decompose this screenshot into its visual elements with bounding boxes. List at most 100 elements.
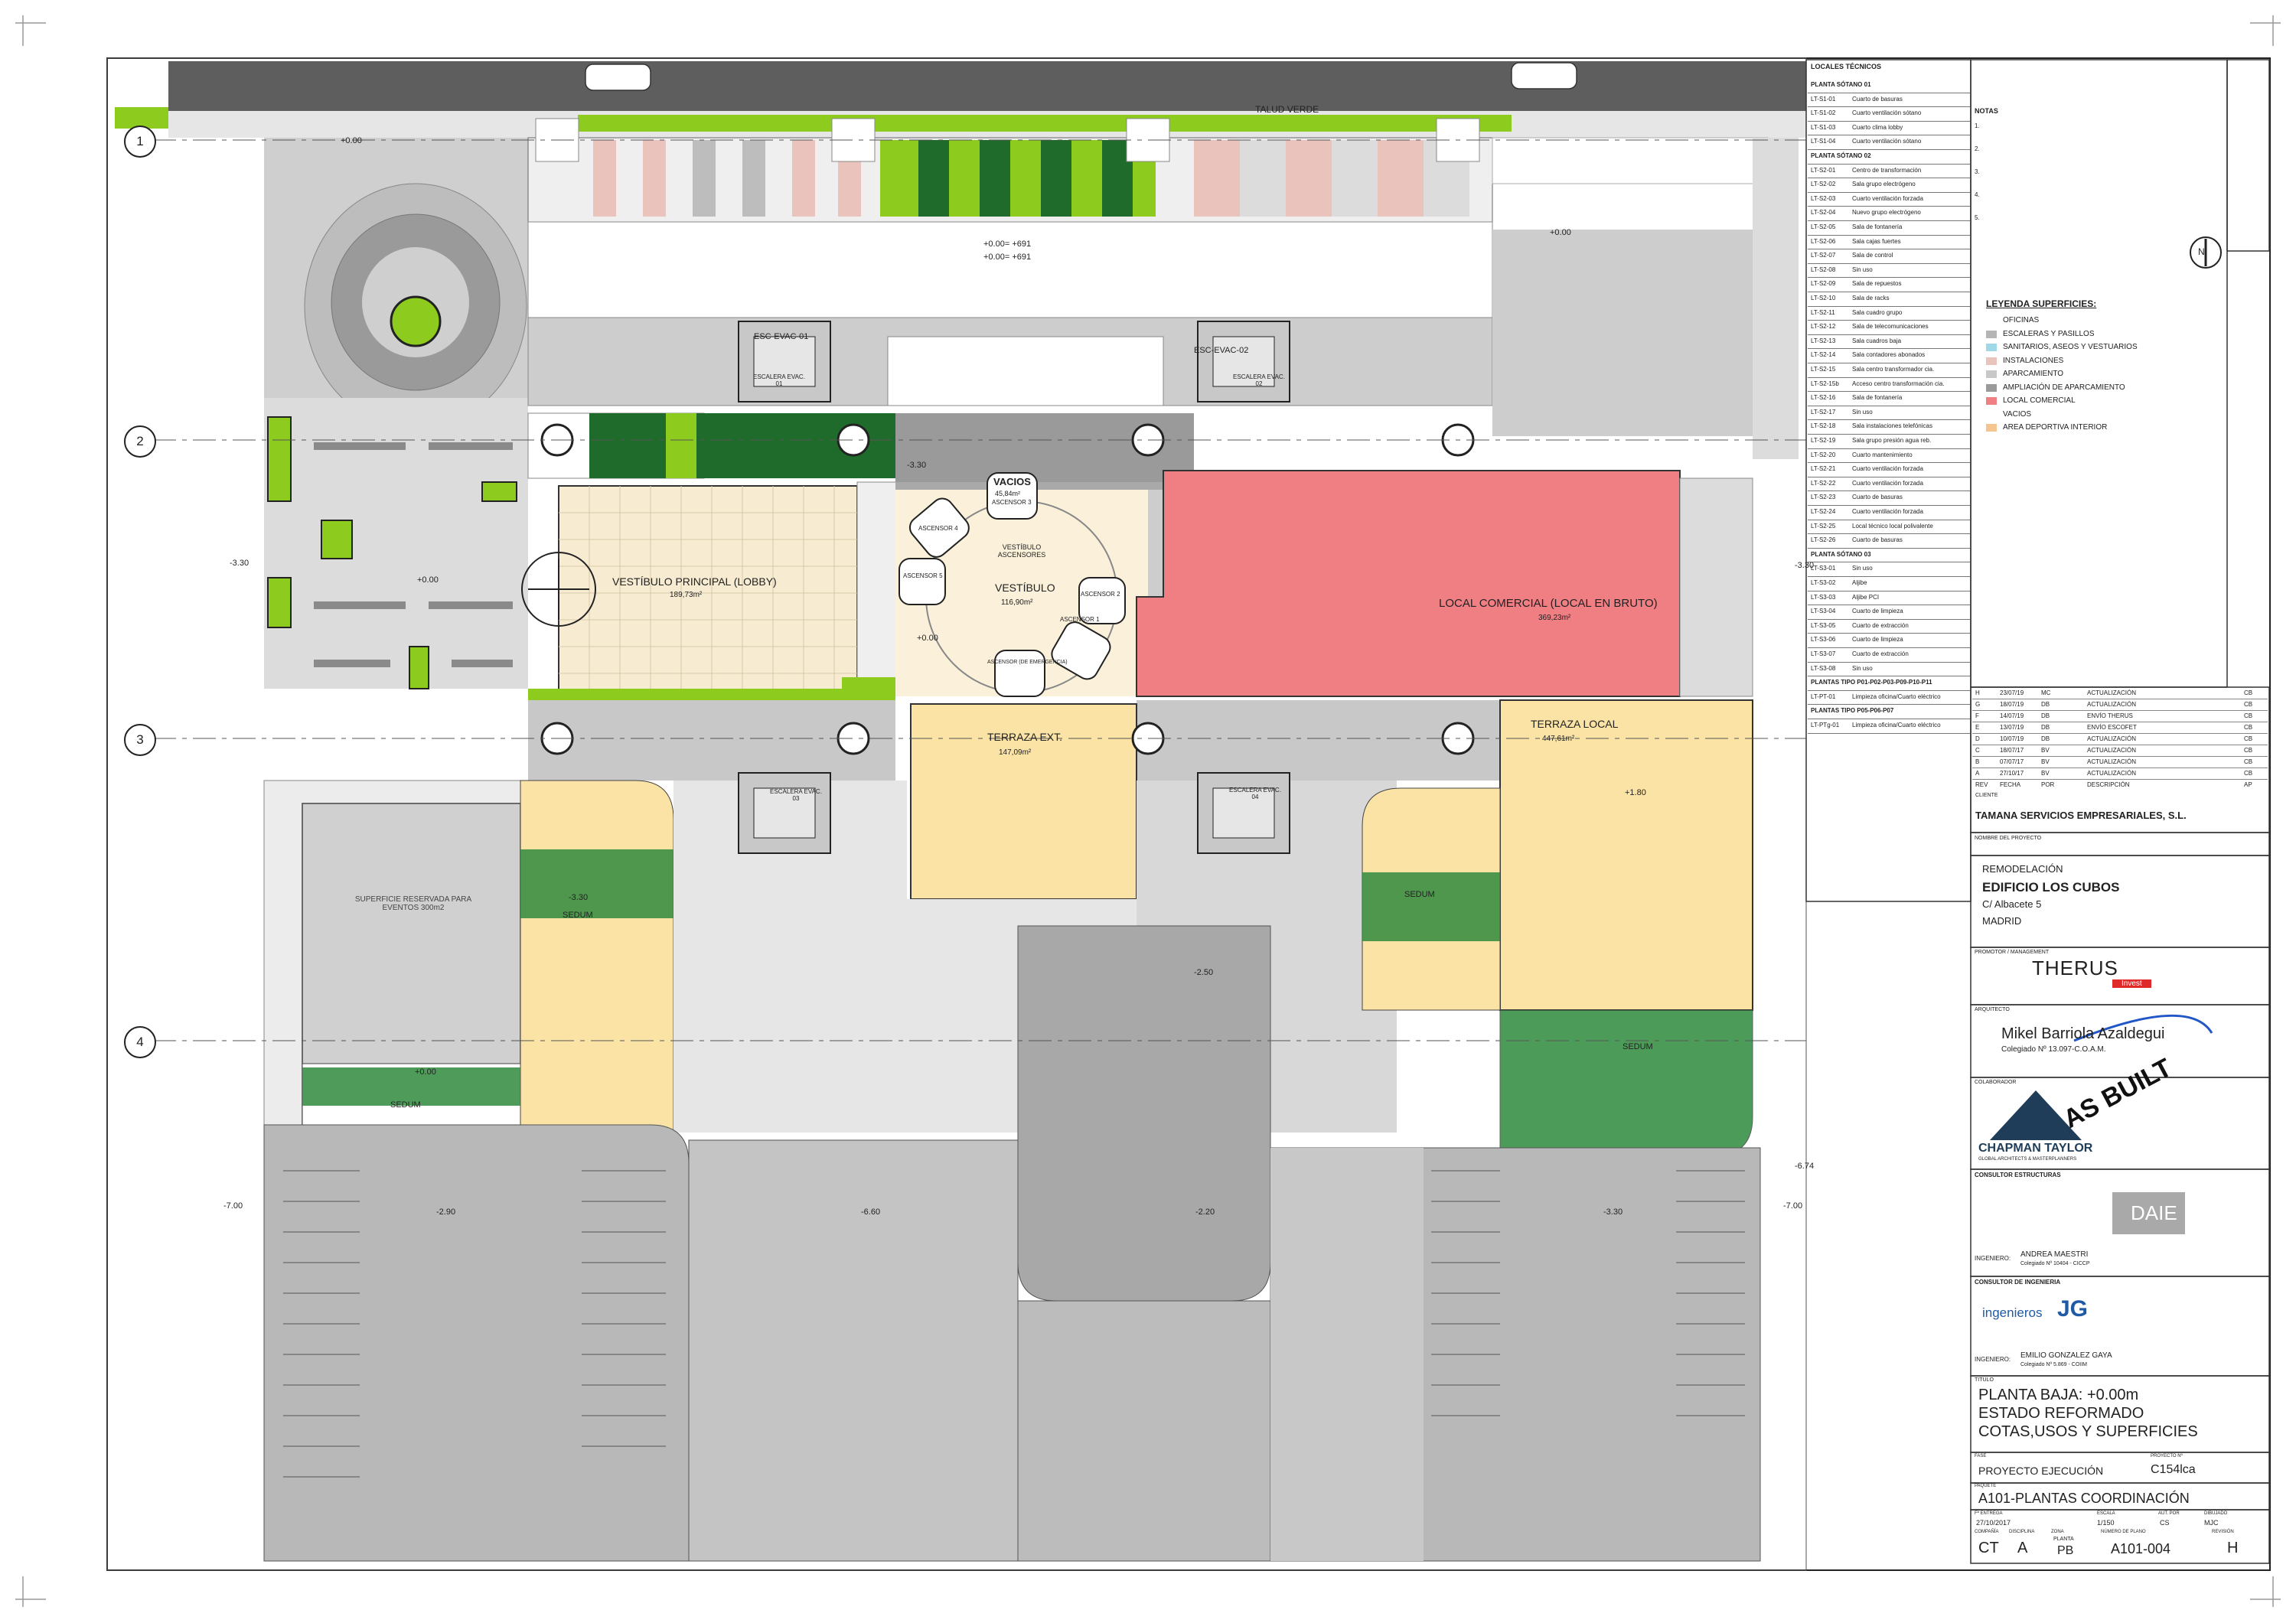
revision-por: DB	[2041, 712, 2050, 719]
locales-room-name: Cuarto mantenimiento	[1852, 451, 1913, 458]
legend-item: INSTALACIONES	[1986, 354, 2216, 368]
locales-code: LT-PT-01	[1811, 693, 1836, 700]
locales-room-name: Sala cajas fuertes	[1852, 237, 1901, 245]
titulo-line-1: PLANTA BAJA: +0.00m	[1978, 1387, 2139, 1403]
escala-label: ESCALA	[2097, 1511, 2115, 1516]
lobby-area: 189,73m²	[670, 591, 703, 599]
locales-code: LT-PTg-01	[1811, 722, 1840, 728]
locales-code: LT-S2-08	[1811, 266, 1836, 273]
level-tag: -3.30	[1603, 1207, 1623, 1217]
revision-por: BV	[2041, 758, 2050, 765]
revision-fecha: 10/07/19	[2000, 735, 2024, 742]
right-strip	[1753, 138, 1799, 459]
locales-code: LT-S2-03	[1811, 194, 1836, 202]
locales-room-name: Cuarto ventilación forzada	[1852, 194, 1923, 202]
locales-code: LT-S2-21	[1811, 465, 1836, 473]
consultor-ingenieria-label: CONSULTOR DE INGENIERIA	[1975, 1279, 2061, 1286]
sedum-left-green	[302, 1067, 520, 1106]
locales-section-label: PLANTAS TIPO P01-P02-P03-P09-P10-P11	[1811, 679, 1932, 686]
chapman-logo-text: CHAPMAN TAYLOR	[1978, 1142, 2093, 1155]
revision-desc: ACTUALIZACIÓN	[2087, 770, 2137, 777]
legend-swatch	[1986, 317, 1997, 324]
consultor-estructuras-label: CONSULTOR ESTRUCTURAS	[1975, 1172, 2061, 1178]
legend-swatch	[1986, 383, 1997, 392]
locales-code: LT-S2-15	[1811, 366, 1836, 373]
locales-row: LT-S2-03 Cuarto ventilación forzada	[1808, 192, 1970, 207]
grid-bubble-4: 4	[124, 1026, 156, 1058]
revision-desc: ENVÍO ESCOFET	[2087, 724, 2137, 731]
esc-evac-01-label: ESC-EVAC-01	[754, 332, 809, 341]
level-tag: +0.00	[415, 1067, 436, 1077]
disciplina-value: A	[2017, 1540, 2028, 1556]
locales-code: LT-S3-08	[1811, 664, 1836, 672]
revision-fecha: 18/07/19	[2000, 701, 2024, 708]
locales-room-name: Sin uso	[1852, 266, 1873, 273]
grid-bubble-1: 1	[124, 125, 156, 158]
locales-code: LT-S2-04	[1811, 209, 1836, 217]
locales-room-name: Sala grupo presión agua reb.	[1852, 437, 1932, 444]
revision-por: DB	[2041, 735, 2050, 742]
locales-code: LT-S2-02	[1811, 181, 1836, 188]
locales-room-name: Cuarto de extracción	[1852, 650, 1909, 657]
legend-item: SANITARIOS, ASEOS Y VESTUARIOS	[1986, 341, 2216, 354]
grid-axes	[153, 139, 1806, 1041]
titulo-line-2: ESTADO REFORMADO	[1978, 1405, 2144, 1422]
locales-code: LT-S2-10	[1811, 295, 1836, 301]
ingeniero-label-2: INGENIERO:	[1975, 1356, 2011, 1363]
legend-item: OFICINAS	[1986, 314, 2216, 328]
locales-code: LT-S2-24	[1811, 508, 1836, 515]
revision-fecha: 18/07/17	[2000, 747, 2024, 754]
cliente-label: CLIENTE	[1975, 793, 1998, 798]
escalera-04-label: ESCALERA EVAC. 04	[1229, 787, 1281, 800]
rev-header-por: POR	[2041, 781, 2055, 788]
locales-code: LT-S1-03	[1811, 123, 1836, 131]
ingeniero-2-colegiado: Colegiado Nº 5.869 - COIIM	[2020, 1362, 2087, 1367]
level-tag: +1.80	[1625, 788, 1646, 797]
locales-room-name: Centro de transformación	[1852, 166, 1922, 174]
revision-ap: CB	[2244, 712, 2253, 719]
terraza-local-label: TERRAZA LOCAL	[1531, 718, 1619, 730]
legend-swatch	[1986, 397, 1997, 405]
level-tag: +0.00	[417, 575, 439, 585]
terraza-local-area: 447,61m²	[1542, 735, 1575, 743]
level-tag: +0.00	[1550, 228, 1571, 237]
stair-evac-03	[738, 772, 831, 854]
floor-plan	[115, 61, 1806, 1562]
lobby-label: VESTÍBULO PRINCIPAL (LOBBY)	[612, 575, 777, 588]
fase-value: PROYECTO EJECUCIÓN	[1978, 1465, 2104, 1477]
revision-desc: ACTUALIZACIÓN	[2087, 758, 2137, 765]
locales-room-name: Sala grupo electrógeno	[1852, 181, 1916, 188]
north-arrow	[2190, 236, 2222, 269]
level-tag: -6.60	[861, 1207, 881, 1217]
revision-ap: CB	[2244, 747, 2253, 754]
locales-code: LT-S2-12	[1811, 323, 1836, 331]
therus-invest: Invest	[2112, 979, 2151, 988]
local-comercial-label: LOCAL COMERCIAL (LOCAL EN BRUTO)	[1439, 597, 1658, 610]
locales-code: LT-S2-23	[1811, 494, 1836, 501]
locales-code: LT-S1-01	[1811, 95, 1836, 103]
legend-label: SANITARIOS, ASEOS Y VESTUARIOS	[2003, 343, 2138, 351]
locales-code: LT-S2-18	[1811, 422, 1836, 430]
locales-room-name: Sala de fontanería	[1852, 223, 1903, 230]
locales-room-name: Sala cuadros baja	[1852, 337, 1902, 344]
footer-label-revision: REVISIÓN	[2212, 1530, 2234, 1534]
ingeniero-1-colegiado: Colegiado Nº 10404 - CICCP	[2020, 1261, 2090, 1266]
legend-swatch	[1986, 344, 1997, 351]
locales-room-name: Cuarto ventilación sótano	[1852, 138, 1922, 145]
revision-desc: ENVÍO THERUS	[2087, 712, 2133, 719]
